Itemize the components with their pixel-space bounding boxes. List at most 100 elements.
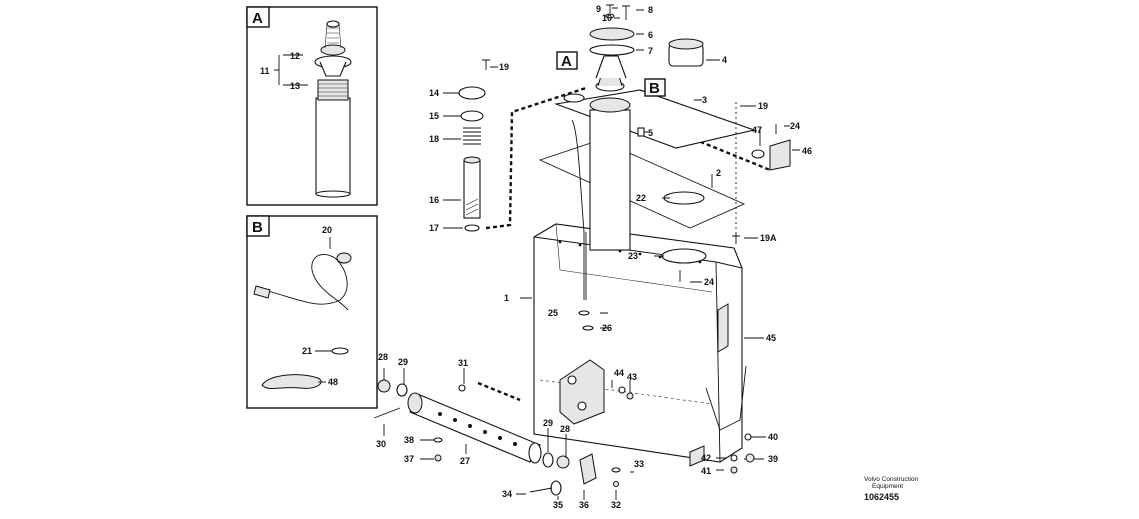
part-45 [717,303,729,353]
part-38 [433,437,443,443]
callout-29-right: 29 [543,418,553,428]
callout-43: 43 [627,372,637,382]
callout-19-left: 19 [499,62,509,72]
callout-3: 3 [702,95,707,105]
callout-5: 5 [648,128,653,138]
callout-25: 25 [548,308,558,318]
callout-4: 4 [722,55,727,65]
callout-22: 22 [636,193,646,203]
callout-14: 14 [429,88,439,98]
callout-9: 9 [596,4,601,14]
callout-28-left: 28 [378,352,388,362]
callout-8: 8 [648,5,653,15]
callout-48: 48 [328,377,338,387]
callout-39: 39 [768,454,778,464]
o-ring [331,347,349,355]
part-3-cover [553,89,756,149]
dashed-link-a [485,86,587,230]
hydraulic-tank [533,65,756,467]
inset-b-letter: B [252,219,263,236]
strainer-drawing [314,20,352,198]
part-27-pipe [409,394,541,463]
callout-23: 23 [628,251,638,261]
part-7 [589,44,635,56]
callout-20: 20 [322,225,332,235]
part-40 [744,433,752,441]
inset-a-letter: A [252,10,263,27]
inset-a-tag [246,6,270,28]
callout-10: 10 [602,13,612,23]
company-line-2: Equipment [872,483,903,490]
callout-46: 46 [802,146,812,156]
callout-40: 40 [768,432,778,442]
part-6 [589,27,635,41]
callout-7: 7 [648,46,653,56]
callout-17: 17 [429,223,439,233]
mark-b: B [649,80,660,97]
part-26 [582,325,594,331]
callout-33: 33 [634,459,644,469]
part-5 [637,127,645,137]
callout-44: 44 [614,368,624,378]
callout-12: 12 [290,51,300,61]
company-line-1: Volvo Construction [864,476,919,483]
callout-32: 32 [611,500,621,510]
part-37 [434,454,442,462]
sensor-head [336,252,352,264]
callout-16: 16 [429,195,439,205]
callout-19A: 19A [760,233,777,243]
callout-1: 1 [504,293,509,303]
part-17 [464,224,480,232]
part-39 [745,453,755,463]
callout-28-right: 28 [560,424,570,434]
part-18-spring [463,127,481,145]
part-31 [458,384,466,392]
part-43 [626,392,634,400]
callout-19-right: 19 [758,101,768,111]
callout-30: 30 [376,439,386,449]
callout-18: 18 [429,134,439,144]
callout-11: 11 [260,66,270,76]
callout-37: 37 [404,454,414,464]
bottom-parts: 28 29 31 30 38 37 27 29 28 34 35 36 32 3… [373,352,778,510]
part-33 [611,467,621,473]
part-30-bolt [373,407,401,419]
cable-strap [261,374,322,389]
part-47 [751,149,765,159]
part-46 [769,139,791,171]
callout-41: 41 [701,466,711,476]
mark-b-box [644,78,666,97]
part-10 [605,13,615,19]
part-29-left [396,383,408,397]
part-35 [550,480,562,496]
part-23-plate [661,248,707,264]
part-9 [606,4,614,13]
callout-6: 6 [648,30,653,40]
dashed-link-pipe [477,381,521,402]
callout-2: 2 [716,168,721,178]
part-28-left [377,379,391,393]
callout-21: 21 [302,346,312,356]
mark-a: A [561,53,572,70]
callout-26: 26 [602,323,612,333]
callout-38: 38 [404,435,414,445]
callout-24-top: 24 [790,121,800,131]
callout-31: 31 [458,358,468,368]
callout-24-mid: 24 [704,277,714,287]
callout-35: 35 [553,500,563,510]
inset-a-frame [246,6,378,206]
mark-a-box [556,51,578,70]
part-19A [732,234,740,244]
top-parts: 9 10 8 6 7 4 3 5 19 47 24 46 2 22 19A 23… [504,4,812,471]
filter-housing [589,109,631,251]
inset-b-tag [246,215,270,237]
sensor-connector [253,285,271,299]
inset-a: A 12 13 11 [246,6,378,206]
part-42 [730,454,738,462]
callout-27: 27 [460,456,470,466]
level-sensor-wire [267,254,349,311]
part-29-right [542,452,554,468]
callout-47: 47 [752,125,762,135]
part-41 [730,466,738,474]
